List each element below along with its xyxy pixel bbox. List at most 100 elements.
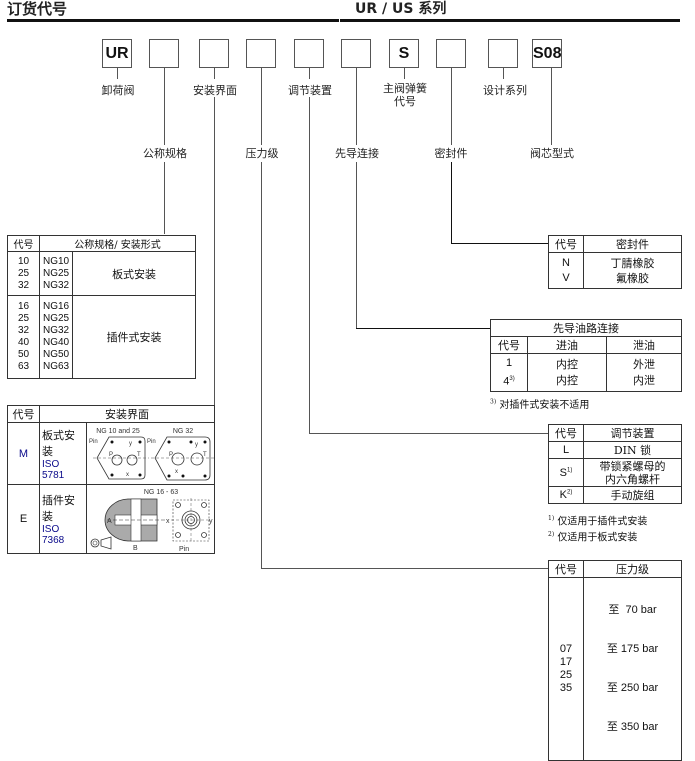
adjust-code: S1) [548,458,584,487]
seal-desc: 氟橡胶 [616,271,649,285]
interface-type-name: 插件安装 [42,494,75,523]
cartridge-diagram-svg: NG 16 - 63 A B x [90,489,213,553]
connector-line [117,68,118,79]
port-t [126,454,138,466]
seal-codes: N V [548,252,584,289]
adjust-table: 代号 调节装置 L DIN 锁 S1) 带锁紧螺母的 内六角螺杆 K2) 手动旋… [548,424,682,504]
p-label: P [109,452,113,458]
pressure-code: 25 [559,669,573,681]
pin-label: Pin [89,439,98,445]
size-codes-group2: 16 25 32 40 50 63 [7,295,40,379]
pressure-desc: 至 350 bar [606,721,659,733]
adjust-desc-line: 带锁紧螺母的 [599,459,666,473]
label-pressure: 压力级 [245,147,279,160]
footnote-ref: 1) [567,466,573,473]
adjust-footnote: 1) 仅适用于插件式安装 [548,512,647,528]
label-spring: 主阀弹簧代号 [383,82,427,108]
header-rule [7,19,339,22]
port-p [171,452,185,466]
label-seal: 密封件 [434,147,468,160]
size-code: 63 [17,361,30,372]
code-box-interface [199,39,229,68]
page-title: 订货代号 [7,0,68,18]
size-ng: NG16 [43,301,70,312]
label-interface: 安装界面 [193,84,237,97]
y-label: y [195,442,198,448]
projection-symbol-cone [100,536,112,550]
pilot-table: 先导油路连接 代号 进油 泄油 1 43) 内控 内控 外泄 内泄 [490,319,682,392]
size-ng: NG25 [43,313,70,324]
diagram-title-ng16-63: NG 16 - 63 [144,489,178,496]
connector-line [261,68,262,145]
size-ng: NG63 [43,361,70,372]
connector-line [404,68,405,79]
label-design: 设计系列 [483,84,527,97]
pilot-out-value: 外泄 [633,357,655,371]
footnote-ref: 3) [509,376,515,383]
size-ng: NG32 [43,325,70,336]
size-ng-group2: NG16 NG25 NG32 NG40 NG50 NG63 [38,295,74,379]
footnote-ref: 2) [567,489,573,496]
header-desc: 公称规格/ 安装形式 [39,235,196,252]
bolt-hole [189,440,193,444]
interface-type: 板式安装 ISO 5781 [39,422,87,485]
pilot-in: 内控 内控 [527,353,607,392]
size-code: 16 [17,301,30,312]
pilot-out: 外泄 内泄 [606,353,682,392]
pilot-out-value: 内泄 [633,373,655,387]
header-in: 进油 [527,336,607,354]
pressure-code: 35 [559,682,573,694]
connector-line [356,328,490,329]
interface-standard: ISO 7368 [42,524,65,546]
bolt-hole [175,532,181,538]
adjust-code: L [548,441,584,459]
interface-code: E [7,484,40,554]
pressure-desc: 至 70 bar [608,604,657,616]
p-label: P [169,452,173,458]
connector-line [309,433,549,434]
adjust-desc-line: 内六角螺杆 [605,472,660,486]
connector-line [551,68,552,145]
projection-symbol-inner [92,540,98,546]
code-box-adjust [294,39,324,68]
adjust-footnote: 2) 仅适用于板式安装 [548,528,647,544]
port-t [190,452,204,466]
t-label: T [137,452,141,458]
code-box-spool: S08 [532,39,562,68]
connector-line [261,568,551,569]
connector-line [356,162,357,329]
size-ng: NG40 [43,337,70,348]
plate-outline-large [154,436,211,481]
bolt-hole [203,474,207,478]
code-box-valve: UR [102,39,132,68]
pressure-desc: 至 250 bar [606,682,659,694]
pressure-code: 07 [559,643,573,655]
interface-type: 插件安装 ISO 7368 [39,484,87,554]
plate-outline-small [96,436,146,480]
diagram-title-ng32: NG 32 [173,428,193,435]
connector-line [164,68,165,145]
size-ng: NG10 [43,255,70,267]
connector-line [451,243,548,244]
size-code: 25 [17,313,30,324]
seal-table: 代号 密封件 N V 丁腈橡胶 氟橡胶 [548,235,682,289]
header-code: 代号 [490,336,528,354]
bolt-hole [201,532,207,538]
size-code: 10 [17,255,30,267]
header-desc: 调节装置 [583,424,682,442]
connector-line [503,68,504,79]
x-label: x [126,472,129,478]
b-label: B [133,545,138,552]
connector-line [309,97,310,433]
pilot-code: 43) [494,371,524,390]
mounting-type: 板式安装 [72,251,196,296]
code-box-size [149,39,179,68]
connector-line [356,68,357,145]
bolt-hole [110,440,114,444]
t-label: T [203,452,207,458]
header-code: 代号 [7,405,40,423]
seal-code: V [562,271,570,284]
bolt-hole [167,474,171,478]
bolt-hole [203,440,207,444]
interface-standard: ISO 5781 [42,458,65,481]
